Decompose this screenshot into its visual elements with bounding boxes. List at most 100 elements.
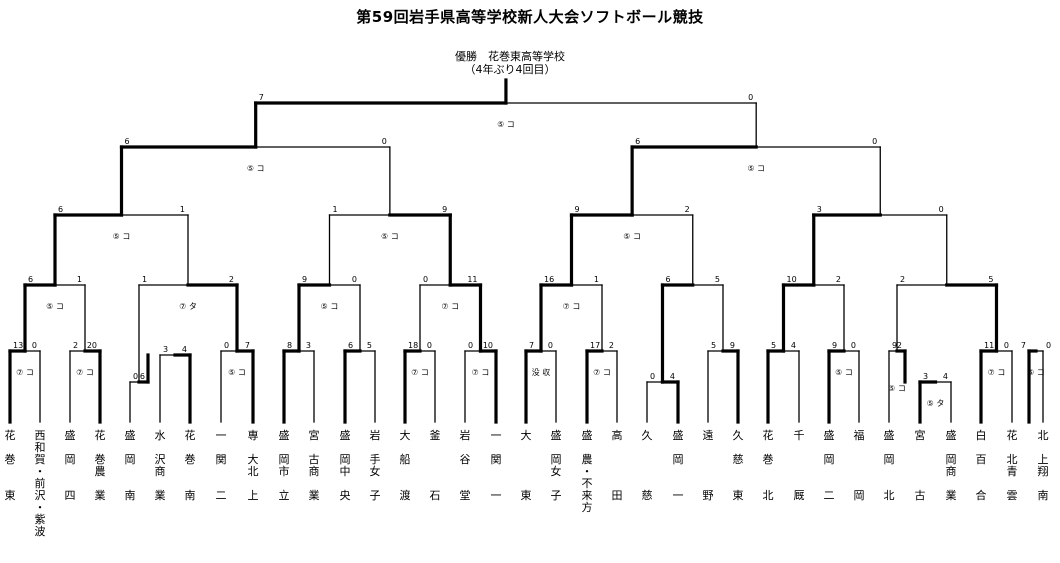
team-name: 花 巻農 業 [89,430,111,502]
team-name-char: 商 [308,465,320,478]
game-note: ⑤ コ [747,164,765,173]
team-name: 岩 手女 子 [364,430,386,502]
team-name-char: 花 [184,429,196,442]
score-label: 1 [180,205,185,214]
team-name-char: 関 [215,453,227,466]
team-name-char: 岡 [853,489,865,502]
game-note: ⑤ コ [381,232,399,241]
score-label: 9 [892,341,897,350]
team-name-char: 白 [975,429,987,442]
team-name: 盛 岡女 子 [545,430,567,502]
score-label: 0 [548,341,553,350]
team-name: 大 東 [515,430,537,502]
team-name-char: 岡 [64,453,76,466]
team-name: 盛 岡 南 [119,430,141,502]
team-name-char: 堂 [459,489,471,502]
score-label: 2 [73,341,78,350]
team-name-char: 東 [732,489,744,502]
team-name-char: 巻 [94,453,106,466]
score-label: 3 [923,372,928,381]
team-name-char: 花 [94,429,106,442]
team-name-char: 船 [399,453,411,466]
team-name: 盛 岡 四 [59,430,81,502]
team-name-char: 青 [1006,465,1018,478]
score-label: 20 [87,341,97,350]
game-note: ⑤ コ [113,232,131,241]
team-name-char: 女 [550,465,562,478]
score-label: 6 [140,372,145,381]
team-name-char: 一 [215,429,227,442]
score-label: 1 [594,275,599,284]
team-name-char: 古 [308,453,320,466]
team-name-char: 大 [399,429,411,442]
team-name-char: 岡 [278,453,290,466]
team-name-char: 慈 [732,453,744,466]
team-name-char: 北 [1037,429,1049,442]
team-name-char: 盛 [945,429,957,442]
score-label: 3 [306,341,311,350]
score-label: 8 [287,341,292,350]
team-name-char: 盛 [581,429,593,442]
score-label: 0 [133,372,138,381]
team-name-char: 盛 [550,429,562,442]
score-label: 5 [988,275,993,284]
game-note: ⑤ コ [247,164,265,173]
team-name-char: 岩 [369,429,381,442]
score-label: 9 [730,341,735,350]
team-name-char: 高 [611,429,623,442]
score-label: 7 [1021,341,1026,350]
team-name-char: 業 [94,489,106,502]
team-name: 花 巻 東 [0,430,21,502]
team-name-char: 前 [34,477,46,490]
team-name-char: 二 [215,489,227,502]
team-name: 白 百 合 [970,430,992,502]
team-name-char: 北 [762,489,774,502]
team-name-char: 市 [278,465,290,478]
team-name-char: 北 [883,489,895,502]
team-name-char: 水 [154,429,166,442]
team-name: 盛 岡 北 [878,430,900,502]
team-name-char: 上 [247,489,259,502]
champion-name: 優勝 花巻東高等学校 [455,50,565,63]
team-name-char: 大 [520,429,532,442]
team-name-char: 宮 [308,429,320,442]
team-name-char: 不 [581,477,593,490]
team-name: 一 関 一 [485,430,507,502]
team-name-char: 花 [1006,429,1018,442]
score-label: 0 [423,275,428,284]
team-name: 久 慈 東 [727,430,749,502]
team-name-char: 巻 [762,453,774,466]
team-name-char: 盛 [278,429,290,442]
game-note: ⑦ コ [472,368,490,377]
score-label: 0 [748,93,753,102]
game-note: ⑦ コ [411,368,429,377]
team-name-char: 花 [762,429,774,442]
team-name: 盛 岡 一 [667,430,689,502]
team-name: 宮 古商 業 [303,430,325,502]
score-label: 3 [163,345,168,354]
team-name-char: 岡 [550,453,562,466]
team-name-char: 盛 [883,429,895,442]
team-name-char: 宮 [914,429,926,442]
team-name-char: 遠 [702,429,714,442]
score-label: 9 [575,205,580,214]
score-label: 3 [817,205,822,214]
team-name-char: 盛 [339,429,351,442]
team-name-char: 盛 [124,429,136,442]
team-name: 水 沢商 業 [149,430,171,502]
score-label: 1 [333,205,338,214]
game-note: ⑦ コ [76,368,94,377]
team-name: 盛 農・不来方 [576,430,598,514]
champion-note: （4年ぶり4回目） [464,63,556,76]
game-note: ⑤ コ [888,384,906,393]
score-label: 6 [28,275,33,284]
team-name-char: 百 [975,453,987,466]
score-label: 7 [245,341,250,350]
score-label: 4 [943,372,948,381]
score-label: 16 [544,275,554,284]
game-note: ⑦ コ [988,368,1006,377]
team-name-char: 一 [490,489,502,502]
score-label: 9 [832,341,837,350]
team-name: 大 船 渡 [394,430,416,502]
